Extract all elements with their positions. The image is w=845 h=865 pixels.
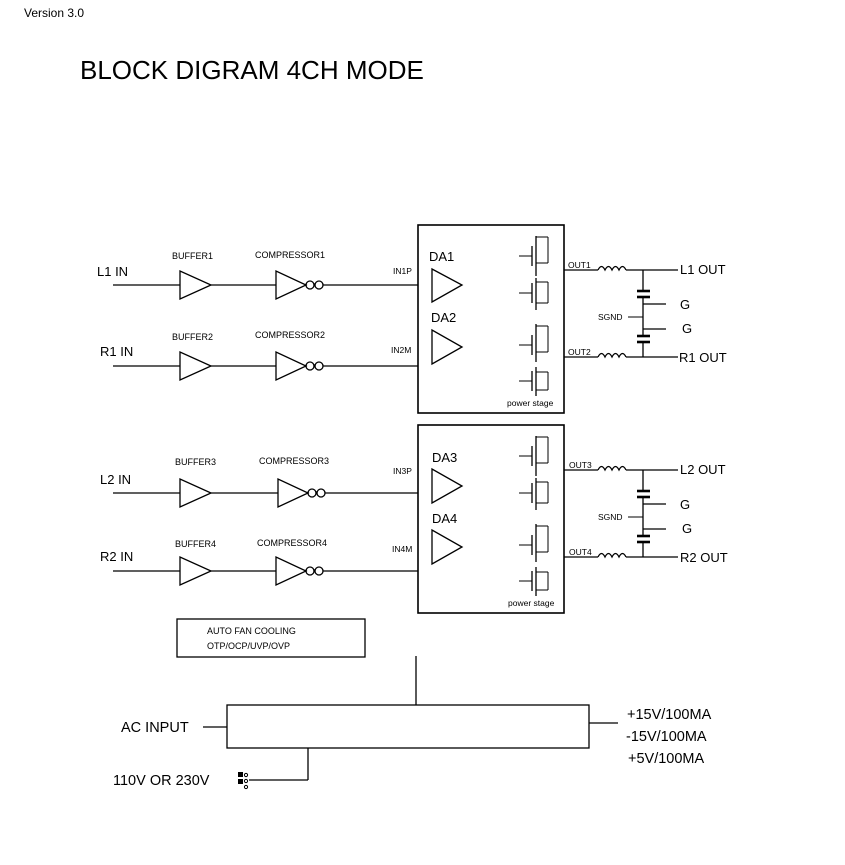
filter-capacitors <box>628 470 666 557</box>
inductor-symbol <box>597 265 627 272</box>
out-top-label: OUT1 <box>568 260 591 270</box>
da-top-label: DA3 <box>432 450 457 465</box>
buffer-label: BUFFER4 <box>175 539 216 549</box>
da-bottom-symbol <box>431 528 464 566</box>
compressor-label: COMPRESSOR4 <box>257 538 327 548</box>
input-label: L2 IN <box>100 472 131 487</box>
protection-box: AUTO FAN COOLING OTP/OCP/UVP/OVP <box>176 618 366 658</box>
compressor-symbol <box>275 555 324 587</box>
out-bottom-label: OUT4 <box>569 547 592 557</box>
amp-input-label: IN1P <box>393 266 412 276</box>
output-bottom-label: R1 OUT <box>679 350 727 365</box>
input-label: R2 IN <box>100 549 133 564</box>
compressor-label: COMPRESSOR3 <box>259 456 329 466</box>
power-stage-label: power stage <box>508 598 555 608</box>
power-stage-label: power stage <box>507 398 554 408</box>
power-transistors <box>519 236 549 396</box>
buffer-symbol <box>179 477 213 509</box>
da-top-symbol <box>431 467 464 505</box>
output-top-label: L1 OUT <box>680 262 726 277</box>
power-transistors <box>519 436 549 596</box>
out-top-label: OUT3 <box>569 460 592 470</box>
buffer-label: BUFFER1 <box>172 251 213 261</box>
da-top-label: DA1 <box>429 249 454 264</box>
compressor-symbol <box>275 350 324 382</box>
output-bottom-label: R2 OUT <box>680 550 728 565</box>
ac-input-label: AC INPUT <box>121 720 189 736</box>
amp-input-label: IN4M <box>392 544 412 554</box>
ground-bottom-label: G <box>682 321 692 336</box>
compressor-symbol <box>277 477 326 509</box>
ground-top-label: G <box>680 297 690 312</box>
power-output-3: +5V/100MA <box>628 751 705 767</box>
channel-2: R1 IN BUFFER2 COMPRESSOR2 IN2M <box>100 330 418 382</box>
sgnd-label: SGND <box>598 512 623 522</box>
channel-3: L2 IN BUFFER3 COMPRESSOR3 IN3P <box>100 456 418 509</box>
voltage-select-label: 110V OR 230V <box>113 773 210 789</box>
out-bottom-label: OUT2 <box>568 347 591 357</box>
protection-line-2: OTP/OCP/UVP/OVP <box>207 641 290 651</box>
inductor-symbol <box>597 552 627 559</box>
amp-input-label: IN2M <box>391 345 411 355</box>
compressor-symbol <box>275 269 324 301</box>
buffer-symbol <box>179 269 213 301</box>
ground-bottom-label: G <box>682 521 692 536</box>
amp-block-2: DA3 DA4 power stage OUT3 L2 OUT OUT4 <box>417 424 728 614</box>
version-label: Version 3.0 <box>24 6 84 20</box>
buffer-label: BUFFER3 <box>175 457 216 467</box>
voltage-switch-icon <box>238 772 249 790</box>
power-supply: AC INPUT 110V OR 230V +15V/100MA -15V/10… <box>113 656 712 790</box>
amp-input-label: IN3P <box>393 466 412 476</box>
amp-block-frame <box>417 224 565 414</box>
da-bottom-label: DA2 <box>431 310 456 325</box>
power-output-1: +15V/100MA <box>627 707 712 723</box>
inductor-symbol <box>597 352 627 359</box>
channel-1: L1 IN BUFFER1 COMPRESSOR1 IN1P <box>97 250 418 301</box>
input-label: L1 IN <box>97 264 128 279</box>
da-bottom-label: DA4 <box>432 511 457 526</box>
power-supply-box <box>226 704 590 749</box>
ground-top-label: G <box>680 497 690 512</box>
amp-block-frame <box>417 424 565 614</box>
da-bottom-symbol <box>431 328 464 366</box>
da-top-symbol <box>431 267 464 304</box>
filter-capacitors <box>628 270 666 357</box>
compressor-label: COMPRESSOR2 <box>255 330 325 340</box>
channel-4: R2 IN BUFFER4 COMPRESSOR4 IN4M <box>100 538 418 587</box>
protection-line-1: AUTO FAN COOLING <box>207 626 296 636</box>
page-title: BLOCK DIGRAM 4CH MODE <box>80 55 424 85</box>
amp-block-1: DA1 DA2 power stage OUT1 L1 OUT OUT2 <box>417 224 727 414</box>
buffer-symbol <box>179 350 213 382</box>
inductor-symbol <box>597 465 627 472</box>
compressor-label: COMPRESSOR1 <box>255 250 325 260</box>
buffer-label: BUFFER2 <box>172 332 213 342</box>
sgnd-label: SGND <box>598 312 623 322</box>
output-top-label: L2 OUT <box>680 462 726 477</box>
input-label: R1 IN <box>100 344 133 359</box>
power-output-2: -15V/100MA <box>626 729 707 745</box>
buffer-symbol <box>179 555 213 587</box>
